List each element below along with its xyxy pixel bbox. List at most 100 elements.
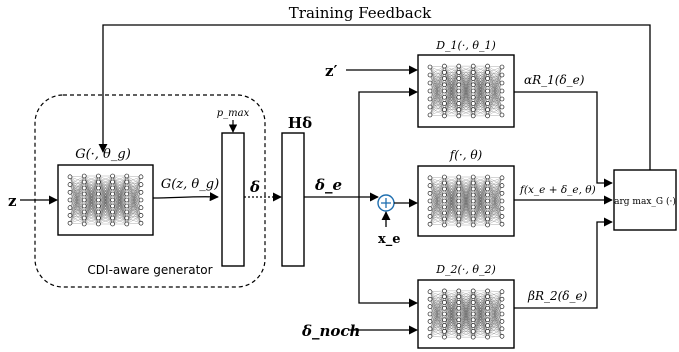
network-edge bbox=[429, 306, 445, 338]
h-block-label: Hδ bbox=[288, 114, 312, 132]
network-edge bbox=[444, 176, 459, 220]
network-edge bbox=[429, 176, 445, 217]
network-edge bbox=[487, 66, 503, 104]
d2-network-icon bbox=[427, 288, 505, 340]
network-edge bbox=[429, 296, 445, 337]
network-edge bbox=[487, 74, 503, 79]
network-node bbox=[110, 197, 115, 203]
network-edge bbox=[487, 185, 503, 220]
network-edge bbox=[69, 215, 85, 219]
network-edge bbox=[429, 78, 445, 100]
network-edge bbox=[126, 181, 142, 216]
network-edge bbox=[98, 175, 113, 219]
network-edge bbox=[487, 66, 503, 85]
network-edge bbox=[126, 192, 142, 213]
network-edge bbox=[429, 82, 445, 116]
network-node bbox=[485, 323, 490, 328]
network-edge bbox=[126, 192, 142, 207]
network-edge bbox=[429, 72, 445, 100]
network-edge bbox=[69, 199, 85, 208]
network-edge bbox=[429, 328, 445, 338]
network-edge bbox=[84, 193, 99, 225]
network-node bbox=[110, 185, 115, 191]
network-edge bbox=[444, 176, 459, 202]
network-node bbox=[442, 311, 447, 317]
network-edge bbox=[458, 188, 474, 226]
network-node bbox=[442, 88, 447, 94]
network-edge bbox=[487, 82, 503, 92]
network-edge bbox=[487, 82, 503, 110]
network-edge bbox=[458, 90, 474, 116]
network-edge bbox=[444, 218, 459, 226]
network-edge bbox=[429, 299, 445, 338]
network-edge bbox=[69, 181, 85, 224]
network-node bbox=[442, 210, 447, 216]
network-edge bbox=[444, 66, 459, 79]
network-node bbox=[427, 183, 433, 188]
network-edge bbox=[473, 109, 488, 117]
network-edge bbox=[487, 177, 503, 202]
cdi-generator-region bbox=[34, 94, 266, 288]
network-edge bbox=[487, 185, 503, 226]
network-node bbox=[499, 311, 505, 317]
network-node bbox=[485, 82, 490, 88]
network-edge bbox=[126, 175, 142, 177]
network-node bbox=[442, 222, 447, 228]
network-node bbox=[485, 334, 490, 340]
network-edge bbox=[473, 176, 488, 220]
network-edge bbox=[458, 331, 474, 338]
network-edge bbox=[69, 175, 85, 185]
network-edge bbox=[487, 193, 503, 202]
network-node bbox=[456, 323, 462, 328]
network-edge bbox=[473, 290, 488, 320]
network-edge bbox=[429, 200, 445, 208]
network-edge bbox=[429, 321, 445, 332]
network-node bbox=[470, 88, 476, 94]
network-edge bbox=[444, 103, 459, 116]
network-edge bbox=[98, 181, 113, 225]
network-node bbox=[499, 333, 505, 339]
network-node bbox=[499, 206, 505, 212]
network-edge bbox=[69, 207, 85, 225]
network-edge bbox=[429, 206, 445, 209]
network-edge bbox=[69, 205, 85, 208]
generator-network-icon bbox=[67, 173, 144, 227]
network-node bbox=[470, 210, 476, 216]
network-edge bbox=[487, 208, 503, 226]
network-node bbox=[499, 214, 505, 219]
network-edge bbox=[487, 84, 503, 92]
network-node bbox=[470, 63, 476, 69]
network-edge bbox=[473, 176, 488, 214]
network-edge bbox=[84, 217, 99, 225]
network-edge bbox=[487, 177, 503, 226]
network-edge bbox=[429, 72, 445, 92]
network-node bbox=[499, 296, 505, 302]
network-edge bbox=[473, 176, 488, 184]
network-edge bbox=[458, 84, 474, 116]
network-edge bbox=[458, 66, 474, 92]
network-edge bbox=[487, 176, 503, 178]
network-edge bbox=[487, 66, 503, 92]
network-edge bbox=[69, 187, 85, 216]
network-edge bbox=[84, 175, 99, 213]
network-edge bbox=[487, 90, 503, 116]
network-node bbox=[456, 317, 462, 323]
network-edge bbox=[487, 306, 503, 326]
network-node bbox=[485, 180, 490, 186]
network-node bbox=[456, 216, 462, 222]
network-node bbox=[456, 174, 462, 180]
network-edge bbox=[69, 207, 85, 213]
network-node bbox=[110, 209, 115, 215]
network-edge bbox=[69, 175, 85, 201]
network-edge bbox=[487, 188, 503, 194]
network-edge bbox=[458, 66, 474, 79]
network-edge bbox=[473, 331, 488, 338]
network-node bbox=[96, 173, 101, 179]
network-edge bbox=[487, 313, 503, 338]
network-edge bbox=[487, 296, 503, 329]
network-edge bbox=[473, 200, 488, 226]
network-edge bbox=[429, 296, 445, 322]
network-node bbox=[427, 104, 433, 110]
network-edge bbox=[429, 291, 445, 326]
network-node bbox=[427, 296, 433, 302]
